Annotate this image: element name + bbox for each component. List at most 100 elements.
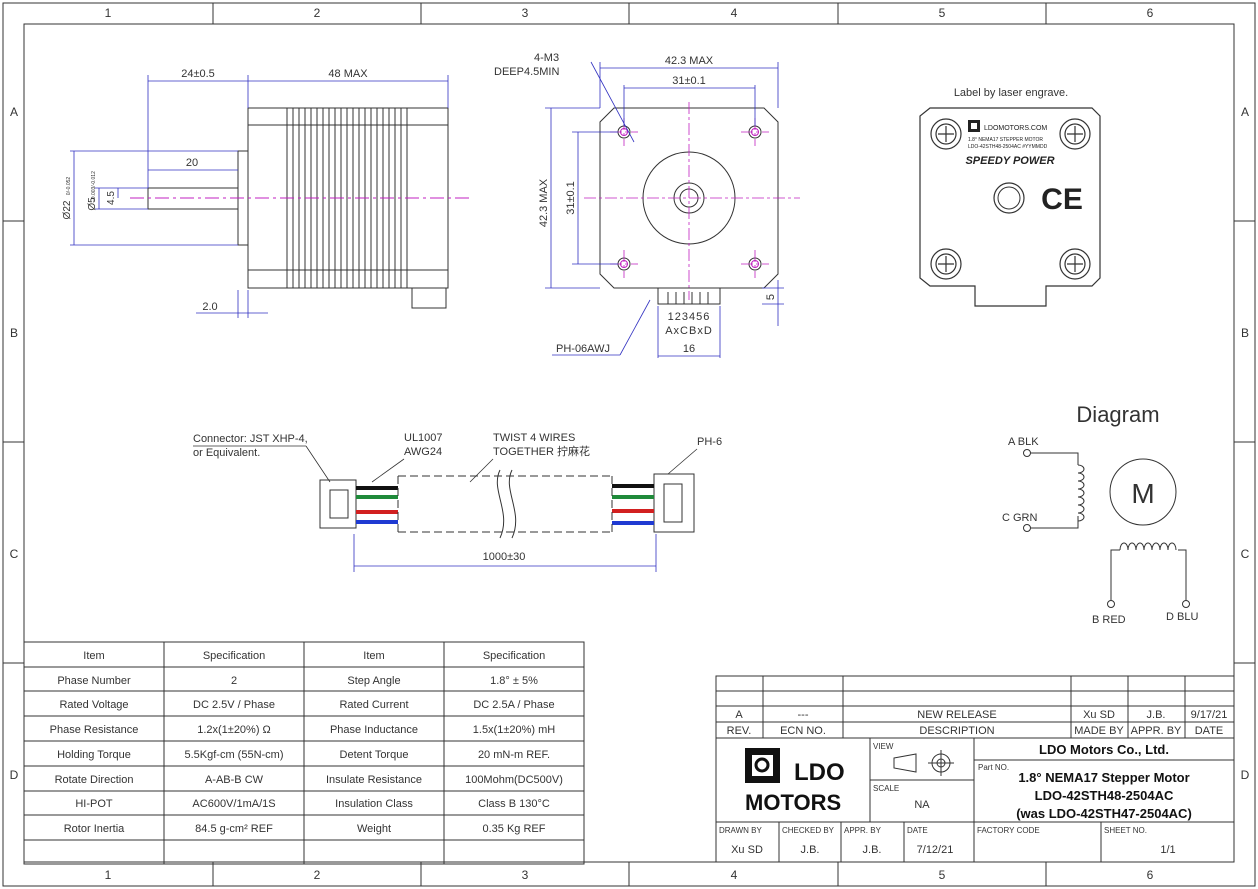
label-brand-url: LDOMOTORS.COM (984, 125, 1047, 132)
logo-text-ldo: LDO (794, 759, 845, 786)
cable-twist-note-2: TOGETHER 拧麻花 (493, 444, 590, 458)
part-title-1: 1.8° NEMA17 Stepper Motor (1018, 770, 1189, 785)
checked-by-label: CHECKED BY (782, 826, 835, 835)
dim-shaft-length: 24±0.5 (181, 68, 215, 80)
description-value: NEW RELEASE (917, 709, 996, 721)
connector-part-label: PH-06AWJ (556, 343, 610, 355)
col-label-top-4: 4 (731, 6, 738, 20)
diagram-motor-symbol: M (1131, 478, 1154, 509)
logo-text-motors: MOTORS (745, 790, 841, 815)
label-logo-icon (968, 120, 980, 132)
view-label: VIEW (873, 742, 894, 751)
dim-front-width: 42.3 MAX (665, 55, 714, 67)
projection-symbol (893, 750, 954, 776)
sig-approved-by-value: J.B. (863, 844, 882, 856)
spec-cell: Class B 130°C (478, 798, 550, 810)
spec-cell: 1.2x(1±20%) Ω (197, 724, 271, 736)
dim-front-hole-pitch: 31±0.1 (672, 75, 706, 87)
front-view-dimensions (545, 61, 784, 358)
col-label-bottom-4: 4 (731, 868, 738, 882)
col-label-top-1: 1 (105, 6, 112, 20)
dim-front-height: 42.3 MAX (538, 178, 550, 227)
spec-header-spec-2: Specification (483, 650, 545, 662)
spec-cell: Rotate Direction (55, 774, 134, 786)
approved-by-value: J.B. (1147, 709, 1166, 721)
diagram-label-d: D BLU (1166, 611, 1198, 623)
sig-date-value: 7/12/21 (917, 844, 954, 856)
spec-cell: DC 2.5A / Phase (473, 699, 554, 711)
cable-twist-note-1: TWIST 4 WIRES (493, 432, 575, 444)
ldo-logo: LDO MOTORS (745, 748, 845, 815)
spec-cell: Step Angle (347, 675, 400, 687)
company-name: LDO Motors Co., Ltd. (1039, 742, 1169, 757)
made-by-value: Xu SD (1083, 709, 1115, 721)
spec-table-header: Item Specification Item Specification (83, 650, 545, 662)
row-label-left-a: A (10, 105, 18, 119)
checked-by-value: J.B. (801, 844, 820, 856)
cable-connector-note-2: or Equivalent. (193, 447, 260, 459)
spec-cell: DC 2.5V / Phase (193, 699, 275, 711)
dim-flat-length: 20 (186, 157, 198, 169)
label-ce-mark: CE (1041, 183, 1083, 216)
revision-row: A --- NEW RELEASE Xu SD J.B. 9/17/21 (735, 709, 1227, 721)
spec-header-item-1: Item (83, 650, 104, 662)
side-view-dimensions (70, 75, 449, 318)
wiring-diagram: Diagram A BLK C GRN B RED D BLU M (1002, 402, 1198, 626)
row-label-left-d: D (10, 768, 19, 782)
front-connector (657, 287, 721, 305)
motor-label-view: Label by laser engrave. LDOMOTORS.COM 1.… (919, 87, 1101, 307)
cable-left-connector (319, 479, 357, 529)
description-header: DESCRIPTION (919, 725, 994, 737)
cable-right-connector (653, 473, 695, 533)
spec-cell: Insulation Class (335, 798, 413, 810)
date-header: DATE (1195, 725, 1224, 737)
spec-cell: 20 mN-m REF. (478, 749, 550, 761)
dim-body-length: 48 MAX (328, 68, 368, 80)
rev-header: REV. (727, 725, 752, 737)
label-engrave-note: Label by laser engrave. (954, 87, 1068, 99)
note-holes-line1: 4-M3 (534, 52, 559, 64)
label-line-2: LDO-42STH48-2504AC #YYMMDD (968, 144, 1048, 150)
col-label-bottom-2: 2 (314, 868, 321, 882)
diagram-motor-circle (1109, 458, 1177, 526)
made-by-header: MADE BY (1074, 725, 1124, 737)
dim-connector-offset: 5 (765, 294, 777, 300)
spec-cell: 100Mohm(DC500V) (465, 774, 563, 786)
dim-shaft-flat: 4.5 (106, 191, 117, 205)
motor-front-view: 4-M3 DEEP4.5MIN 42.3 MAX 31±0.1 42.3 MAX… (494, 52, 800, 358)
spec-cell: AC600V/1mA/1S (192, 798, 275, 810)
rev-value: A (735, 709, 743, 721)
sheet-label: SHEET NO. (1104, 826, 1147, 835)
cable-end-connector: PH-6 (697, 436, 722, 448)
col-label-top-2: 2 (314, 6, 321, 20)
connector-pin-letters: AxCBxD (665, 325, 713, 337)
row-label-right-d: D (1241, 768, 1250, 782)
part-no-label: Part NO. (978, 763, 1009, 772)
spec-cell: Detent Torque (340, 749, 409, 761)
dim-boss-tolerance: 0/-0.052 (66, 177, 72, 196)
approved-by-header: APPR. BY (1131, 725, 1182, 737)
spec-cell: A-AB-B CW (205, 774, 264, 786)
label-line-1: 1.8° NEMA17 STEPPER MOTOR (968, 137, 1043, 143)
spec-cell: Holding Torque (57, 749, 131, 761)
spec-table-body: Phase Number 2 Step Angle 1.8° ± 5% Rate… (50, 675, 563, 835)
row-label-right-a: A (1241, 105, 1249, 119)
front-centerlines (584, 102, 800, 300)
spec-header-spec-1: Specification (203, 650, 265, 662)
dim-connector-width: 16 (683, 343, 695, 355)
col-label-bottom-6: 6 (1147, 868, 1154, 882)
sig-date-label: DATE (907, 826, 928, 835)
diagram-title: Diagram (1076, 402, 1159, 427)
col-label-bottom-3: 3 (522, 868, 529, 882)
spec-cell: HI-POT (75, 798, 113, 810)
note-holes-line2: DEEP4.5MIN (494, 66, 559, 78)
factory-code-label: FACTORY CODE (977, 826, 1040, 835)
spec-cell: 1.5x(1±20%) mH (473, 724, 556, 736)
spec-cell: Rotor Inertia (64, 823, 125, 835)
label-screws (930, 118, 1091, 280)
sig-approved-by-label: APPR. BY (844, 826, 882, 835)
spec-cell: 2 (231, 675, 237, 687)
cable-wires-left (356, 486, 398, 524)
cable-wires-right (612, 484, 654, 525)
